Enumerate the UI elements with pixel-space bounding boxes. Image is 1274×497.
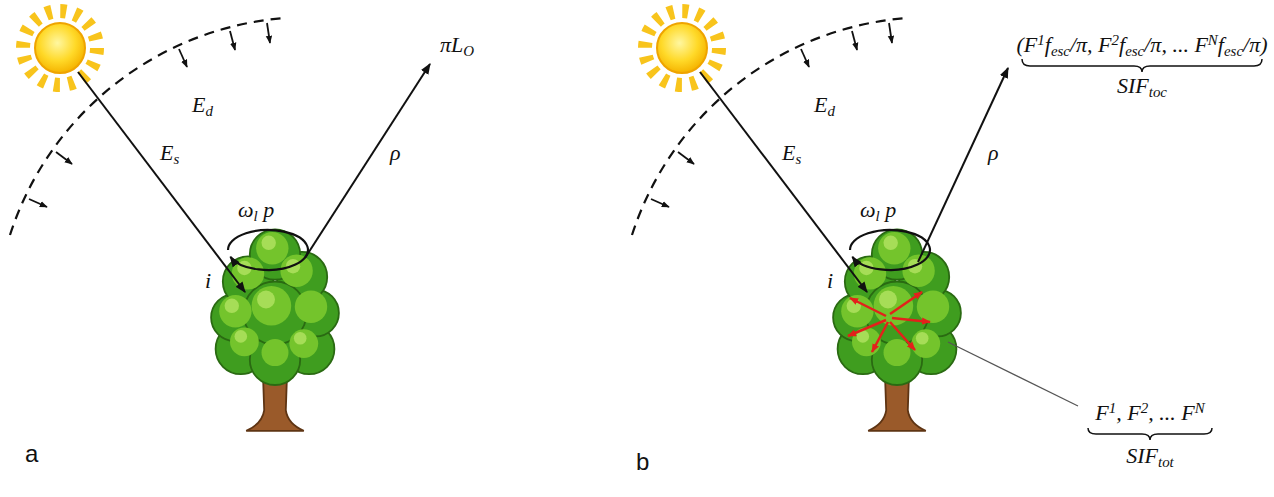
label-part: F [1095, 400, 1108, 425]
label-part: d [827, 103, 834, 119]
label-part: ω [238, 197, 254, 222]
label-part: esc [1125, 43, 1144, 59]
label-part: (F [1017, 32, 1038, 57]
label-part: toc [1149, 84, 1167, 100]
direct-irradiance-label: Es [160, 140, 179, 165]
label-part: s [173, 151, 179, 167]
sif-toc-formula: (F1fesc/π, F2fesc/π, ... FNfesc/π) [1017, 32, 1268, 57]
label-part: 2 [1112, 32, 1119, 48]
fluorescence-arrows [848, 292, 930, 352]
radiance-label: πLO [440, 32, 474, 57]
label-part: p [258, 197, 275, 222]
label-part: N [1208, 32, 1218, 48]
label-part: s [795, 151, 801, 167]
fluorescence-arrows-part [848, 320, 886, 336]
label-part: SIF [1126, 443, 1158, 468]
label-part: esc [1224, 43, 1243, 59]
fluorescence-arrows-part [850, 298, 886, 316]
label-part: tot [1158, 454, 1174, 470]
leader-line [948, 342, 1078, 406]
fluorescence-arrows-part [890, 292, 922, 314]
label-part: /π) [1243, 32, 1267, 57]
angle-label: i [205, 268, 211, 293]
fluorescence-arrows-part [890, 322, 915, 350]
label-part: a [25, 440, 38, 467]
label-part: i [827, 268, 833, 293]
label-part: p [880, 197, 897, 222]
scattering-label: ωl p [238, 197, 274, 222]
sif-components: F1, F2, ... FN [1095, 400, 1204, 425]
brace [1088, 428, 1212, 440]
diffuse-irradiance-label: Ed [814, 92, 835, 117]
label-part: 1 [1037, 32, 1044, 48]
label-part: E [160, 140, 173, 165]
label-part: ρ [390, 140, 401, 165]
label-part: f [1218, 32, 1224, 57]
reflectance-label: ρ [390, 140, 401, 165]
direct-irradiance-label: Es [782, 140, 801, 165]
sif-toc-label: SIFtoc [1117, 73, 1167, 98]
label-part: ρ [988, 140, 999, 165]
label-part: E [192, 92, 205, 117]
scattering-label: ωl p [860, 197, 896, 222]
label-part: O [463, 43, 474, 59]
label-part: i [205, 268, 211, 293]
label-part: 1 [1109, 400, 1116, 416]
panel-letter: a [25, 440, 38, 468]
panel-letter: b [636, 448, 649, 476]
panel-a-art [10, 11, 339, 431]
label-part: esc [1051, 43, 1070, 59]
label-part: f [1119, 32, 1125, 57]
label-part: , F [1116, 400, 1140, 425]
label-part: ω [860, 197, 876, 222]
label-part: /π, F [1070, 32, 1112, 57]
label-part: d [205, 103, 212, 119]
fluorescence-arrows-part [892, 318, 930, 322]
emitted-beam [918, 68, 1008, 262]
label-part: /π, ... F [1144, 32, 1208, 57]
sif-tot-label: SIFtot [1126, 443, 1174, 468]
reflected-beam [305, 64, 430, 258]
label-part: l [254, 208, 258, 224]
label-part: SIF [1117, 73, 1149, 98]
reflectance-label: ρ [988, 140, 999, 165]
label-part: πL [440, 32, 463, 57]
label-part: l [876, 208, 880, 224]
label-part: f [1045, 32, 1051, 57]
label-part: 2 [1141, 400, 1148, 416]
fluorescence-arrows-part [872, 322, 888, 352]
brace [1022, 59, 1262, 72]
label-part: N [1195, 400, 1205, 416]
panel-b-art [632, 11, 961, 431]
angle-label: i [827, 268, 833, 293]
label-part: , ... F [1148, 400, 1194, 425]
label-part: b [636, 448, 649, 475]
label-part: E [782, 140, 795, 165]
diffuse-irradiance-label: Ed [192, 92, 213, 117]
label-part: E [814, 92, 827, 117]
